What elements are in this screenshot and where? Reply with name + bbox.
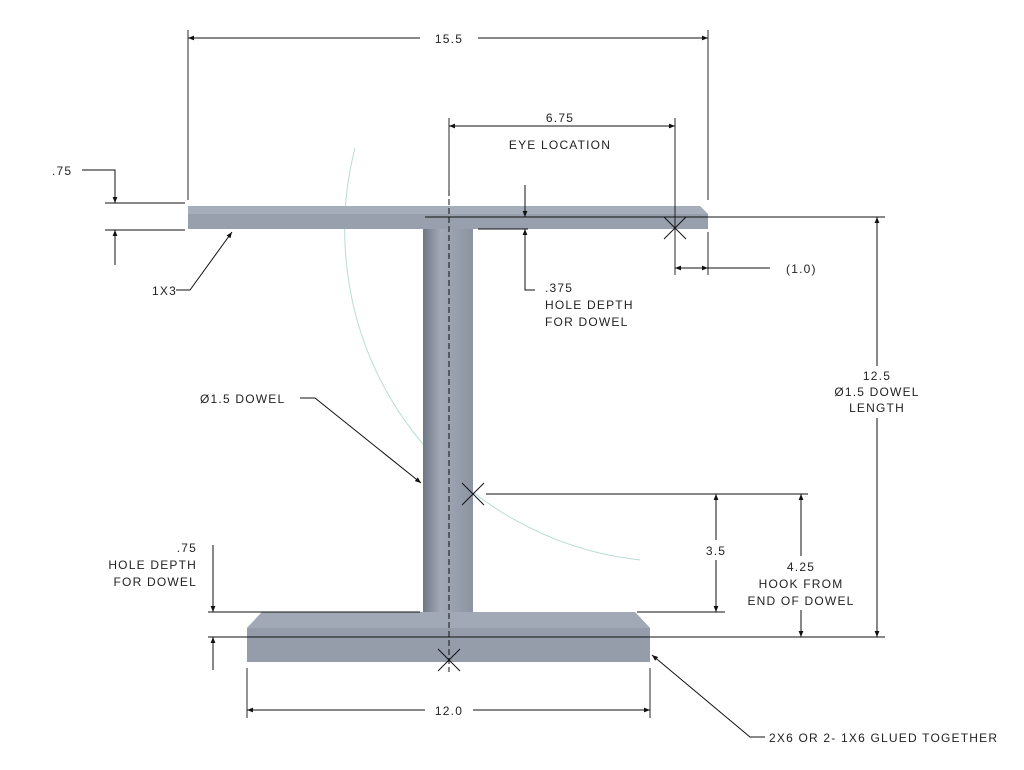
- base-center-mark: [437, 648, 461, 672]
- dim-overall-width: 15.5: [187, 30, 709, 200]
- callout-top-board: 1X3: [152, 231, 233, 298]
- dim-base-width: 12.0: [246, 668, 651, 718]
- dowel: [423, 229, 473, 612]
- svg-text:END OF DOWEL: END OF DOWEL: [747, 594, 854, 608]
- dim-hook-from-end: 4.25 HOOK FROM END OF DOWEL: [747, 494, 854, 637]
- svg-text:1X3: 1X3: [152, 284, 177, 298]
- svg-text:Ø1.5 DOWEL: Ø1.5 DOWEL: [834, 385, 919, 399]
- svg-text:12.0: 12.0: [435, 704, 463, 718]
- hook-swing-arc: [344, 147, 641, 561]
- dim-eye-offset: (1.0): [675, 232, 817, 276]
- dim-dowel-length: 12.5 Ø1.5 DOWEL LENGTH: [834, 217, 919, 637]
- svg-text:FOR DOWEL: FOR DOWEL: [545, 315, 628, 329]
- svg-text:Ø1.5 DOWEL: Ø1.5 DOWEL: [200, 392, 285, 406]
- eye-point-mark: [663, 216, 687, 240]
- svg-text:.75: .75: [52, 164, 72, 178]
- hook-point-mark: [461, 482, 808, 506]
- svg-text:3.5: 3.5: [706, 544, 726, 558]
- svg-text:HOLE DEPTH: HOLE DEPTH: [545, 298, 634, 312]
- svg-text:2X6 OR 2- 1X6 GLUED TOGETHER: 2X6 OR 2- 1X6 GLUED TOGETHER: [769, 731, 998, 745]
- dim-top-board-thickness: .75: [52, 164, 185, 265]
- svg-text:.375: .375: [545, 281, 573, 295]
- svg-text:FOR DOWEL: FOR DOWEL: [114, 575, 197, 589]
- dim-eye-location: 6.75 6.75 EYE LOCATION: [448, 111, 676, 275]
- svg-text:4.25: 4.25: [787, 560, 815, 574]
- svg-text:HOOK FROM: HOOK FROM: [759, 577, 844, 591]
- dim-bottom-hole-depth: .75 HOLE DEPTH FOR DOWEL: [108, 541, 885, 670]
- svg-text:6.75: 6.75: [546, 111, 574, 125]
- svg-text:EYE LOCATION: EYE LOCATION: [509, 138, 611, 152]
- svg-text:.75: .75: [177, 541, 197, 555]
- svg-text:HOLE DEPTH: HOLE DEPTH: [108, 558, 197, 572]
- svg-text:15.5: 15.5: [435, 32, 463, 46]
- dim-hook-height: 3.5: [637, 494, 726, 613]
- svg-text:LENGTH: LENGTH: [849, 401, 905, 415]
- svg-text:(1.0): (1.0): [786, 262, 817, 276]
- callout-dowel: Ø1.5 DOWEL: [200, 392, 422, 484]
- dim-top-hole-depth: .375 HOLE DEPTH FOR DOWEL: [478, 185, 634, 329]
- callout-base: 2X6 OR 2- 1X6 GLUED TOGETHER: [651, 654, 998, 745]
- svg-text:12.5: 12.5: [863, 369, 891, 383]
